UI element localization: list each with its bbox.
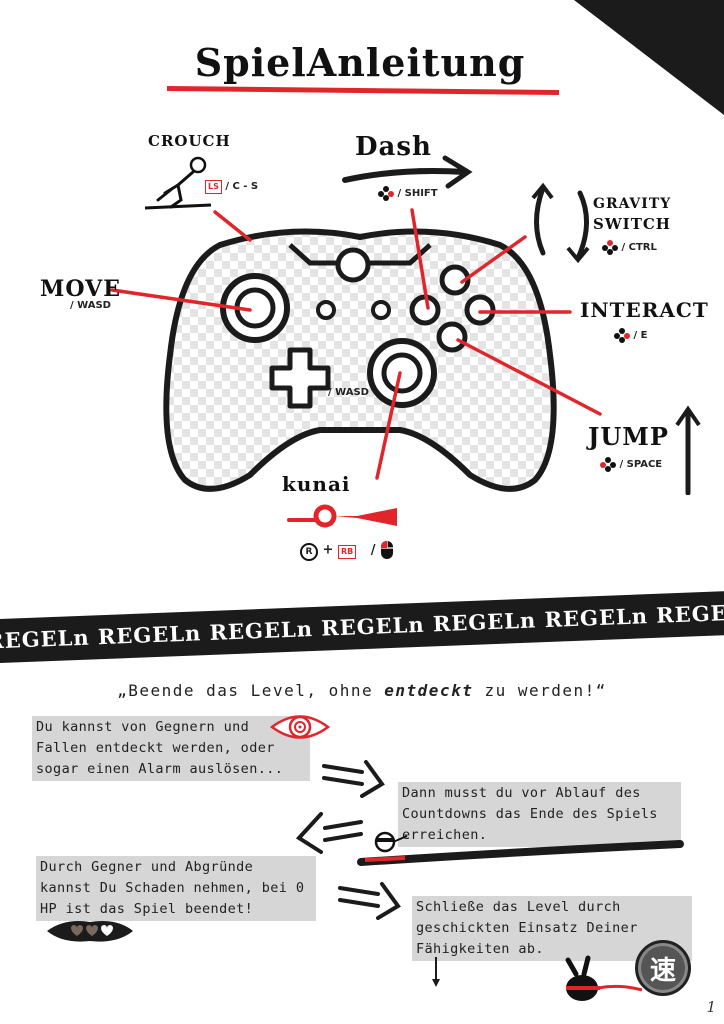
rule-line: Du kannst von Gegnern und bbox=[36, 719, 250, 735]
jump-keyboard-binding: / SPACE bbox=[619, 459, 663, 470]
face-buttons-icon bbox=[602, 240, 618, 255]
gravity-binding: / CTRL bbox=[602, 240, 657, 255]
kunai-binding: R + RB / bbox=[300, 540, 394, 561]
kunai-label: kunai bbox=[282, 472, 351, 496]
rules-banner-text: REGELn REGELn REGELn REGELn REGELn REGEL… bbox=[0, 595, 724, 654]
small-kunai-icon bbox=[432, 957, 440, 987]
plus-sign: + bbox=[322, 542, 334, 558]
corner-decoration bbox=[574, 0, 724, 115]
quote-part-open: „Beende das Level, ohne bbox=[117, 681, 385, 700]
crouch-label: CROUCH bbox=[148, 132, 231, 150]
dash-keyboard-binding: / SHIFT bbox=[397, 188, 438, 199]
rb-key-icon: RB bbox=[337, 544, 357, 559]
kunai-icon bbox=[287, 504, 397, 528]
flow-arrow-icon bbox=[295, 812, 363, 854]
slash-separator: / bbox=[370, 542, 376, 558]
page-title: SpielAnleitung bbox=[194, 40, 526, 85]
rule-detection: Du kannst von Gegnern und Fallen entdeck… bbox=[32, 716, 310, 781]
interact-binding: / E bbox=[614, 328, 648, 343]
rule-line: Countdowns das Ende des Spiels bbox=[402, 806, 658, 822]
gravity-keyboard-binding: / CTRL bbox=[621, 242, 657, 253]
r-button-icon: R bbox=[300, 542, 318, 561]
gravity-label-line2: SWITCH bbox=[593, 215, 671, 233]
flow-arrow-icon bbox=[322, 760, 385, 798]
crouch-keyboard-binding: / C - S bbox=[225, 181, 259, 192]
health-hearts-icon bbox=[47, 921, 133, 942]
rule-line: Durch Gegner und Abgründe bbox=[40, 859, 254, 875]
controller-illustration bbox=[163, 228, 557, 492]
jump-arrow-icon bbox=[675, 405, 701, 495]
mission-quote: „Beende das Level, ohne entdeckt zu werd… bbox=[0, 681, 724, 700]
interact-label: INTERACT bbox=[580, 298, 709, 322]
rule-line: sogar einen Alarm auslösen... bbox=[36, 761, 284, 777]
crouch-binding: LS / C - S bbox=[205, 180, 258, 194]
rule-line: Dann musst du vor Ablauf des bbox=[402, 785, 641, 801]
face-buttons-icon bbox=[378, 186, 394, 201]
mouse-icon bbox=[381, 541, 394, 559]
rule-damage: Durch Gegner und Abgründe kannst Du Scha… bbox=[36, 856, 316, 921]
speed-kanji: 速 bbox=[649, 955, 676, 986]
move-label: MOVE bbox=[40, 276, 121, 302]
page-number: 1 bbox=[706, 998, 716, 1016]
move-keyboard-binding: / WASD bbox=[70, 300, 111, 311]
ninja-mascot-icon bbox=[565, 955, 643, 1001]
jump-label: JUMP bbox=[588, 422, 669, 451]
rule-line: Fähigkeiten ab. bbox=[416, 941, 544, 957]
ls-key-icon: LS bbox=[205, 180, 222, 194]
rule-completion: Schließe das Level durch geschickten Ein… bbox=[412, 896, 692, 961]
jump-binding: / SPACE bbox=[600, 457, 663, 472]
rule-countdown: Dann musst du vor Ablauf des Countdowns … bbox=[398, 782, 681, 847]
dash-label: Dash bbox=[355, 132, 432, 162]
rule-line: erreichen. bbox=[402, 827, 488, 843]
face-buttons-icon bbox=[600, 457, 616, 472]
face-buttons-icon bbox=[614, 328, 630, 343]
rule-line: Fallen entdeckt werden, oder bbox=[36, 740, 275, 756]
eye-icon bbox=[270, 715, 330, 739]
crouch-figure-icon bbox=[144, 156, 212, 210]
rule-line: kannst Du Schaden nehmen, bei 0 bbox=[40, 880, 305, 896]
rule-line: HP ist das Spiel beendet! bbox=[40, 901, 254, 917]
ninja-dash-icon bbox=[357, 831, 684, 866]
flow-arrow-icon bbox=[338, 882, 401, 920]
dpad-keyboard-binding: / WASD bbox=[328, 387, 369, 398]
rule-line: geschickten Einsatz Deiner bbox=[416, 920, 638, 936]
interact-keyboard-binding: / E bbox=[633, 330, 648, 341]
speed-badge: 速 bbox=[635, 940, 691, 996]
dash-binding: / SHIFT bbox=[378, 186, 438, 201]
gravity-arrows-icon bbox=[531, 182, 590, 264]
dash-arrow-icon bbox=[342, 155, 473, 189]
quote-emphasis: entdeckt bbox=[384, 681, 474, 700]
gravity-label-line1: GRAVITY bbox=[593, 196, 672, 212]
rules-banner: REGELn REGELn REGELn REGELn REGELn REGEL… bbox=[0, 590, 724, 664]
quote-part-close: zu werden!“ bbox=[473, 681, 607, 700]
callout-lines bbox=[110, 208, 602, 480]
rule-line: Schließe das Level durch bbox=[416, 899, 621, 915]
